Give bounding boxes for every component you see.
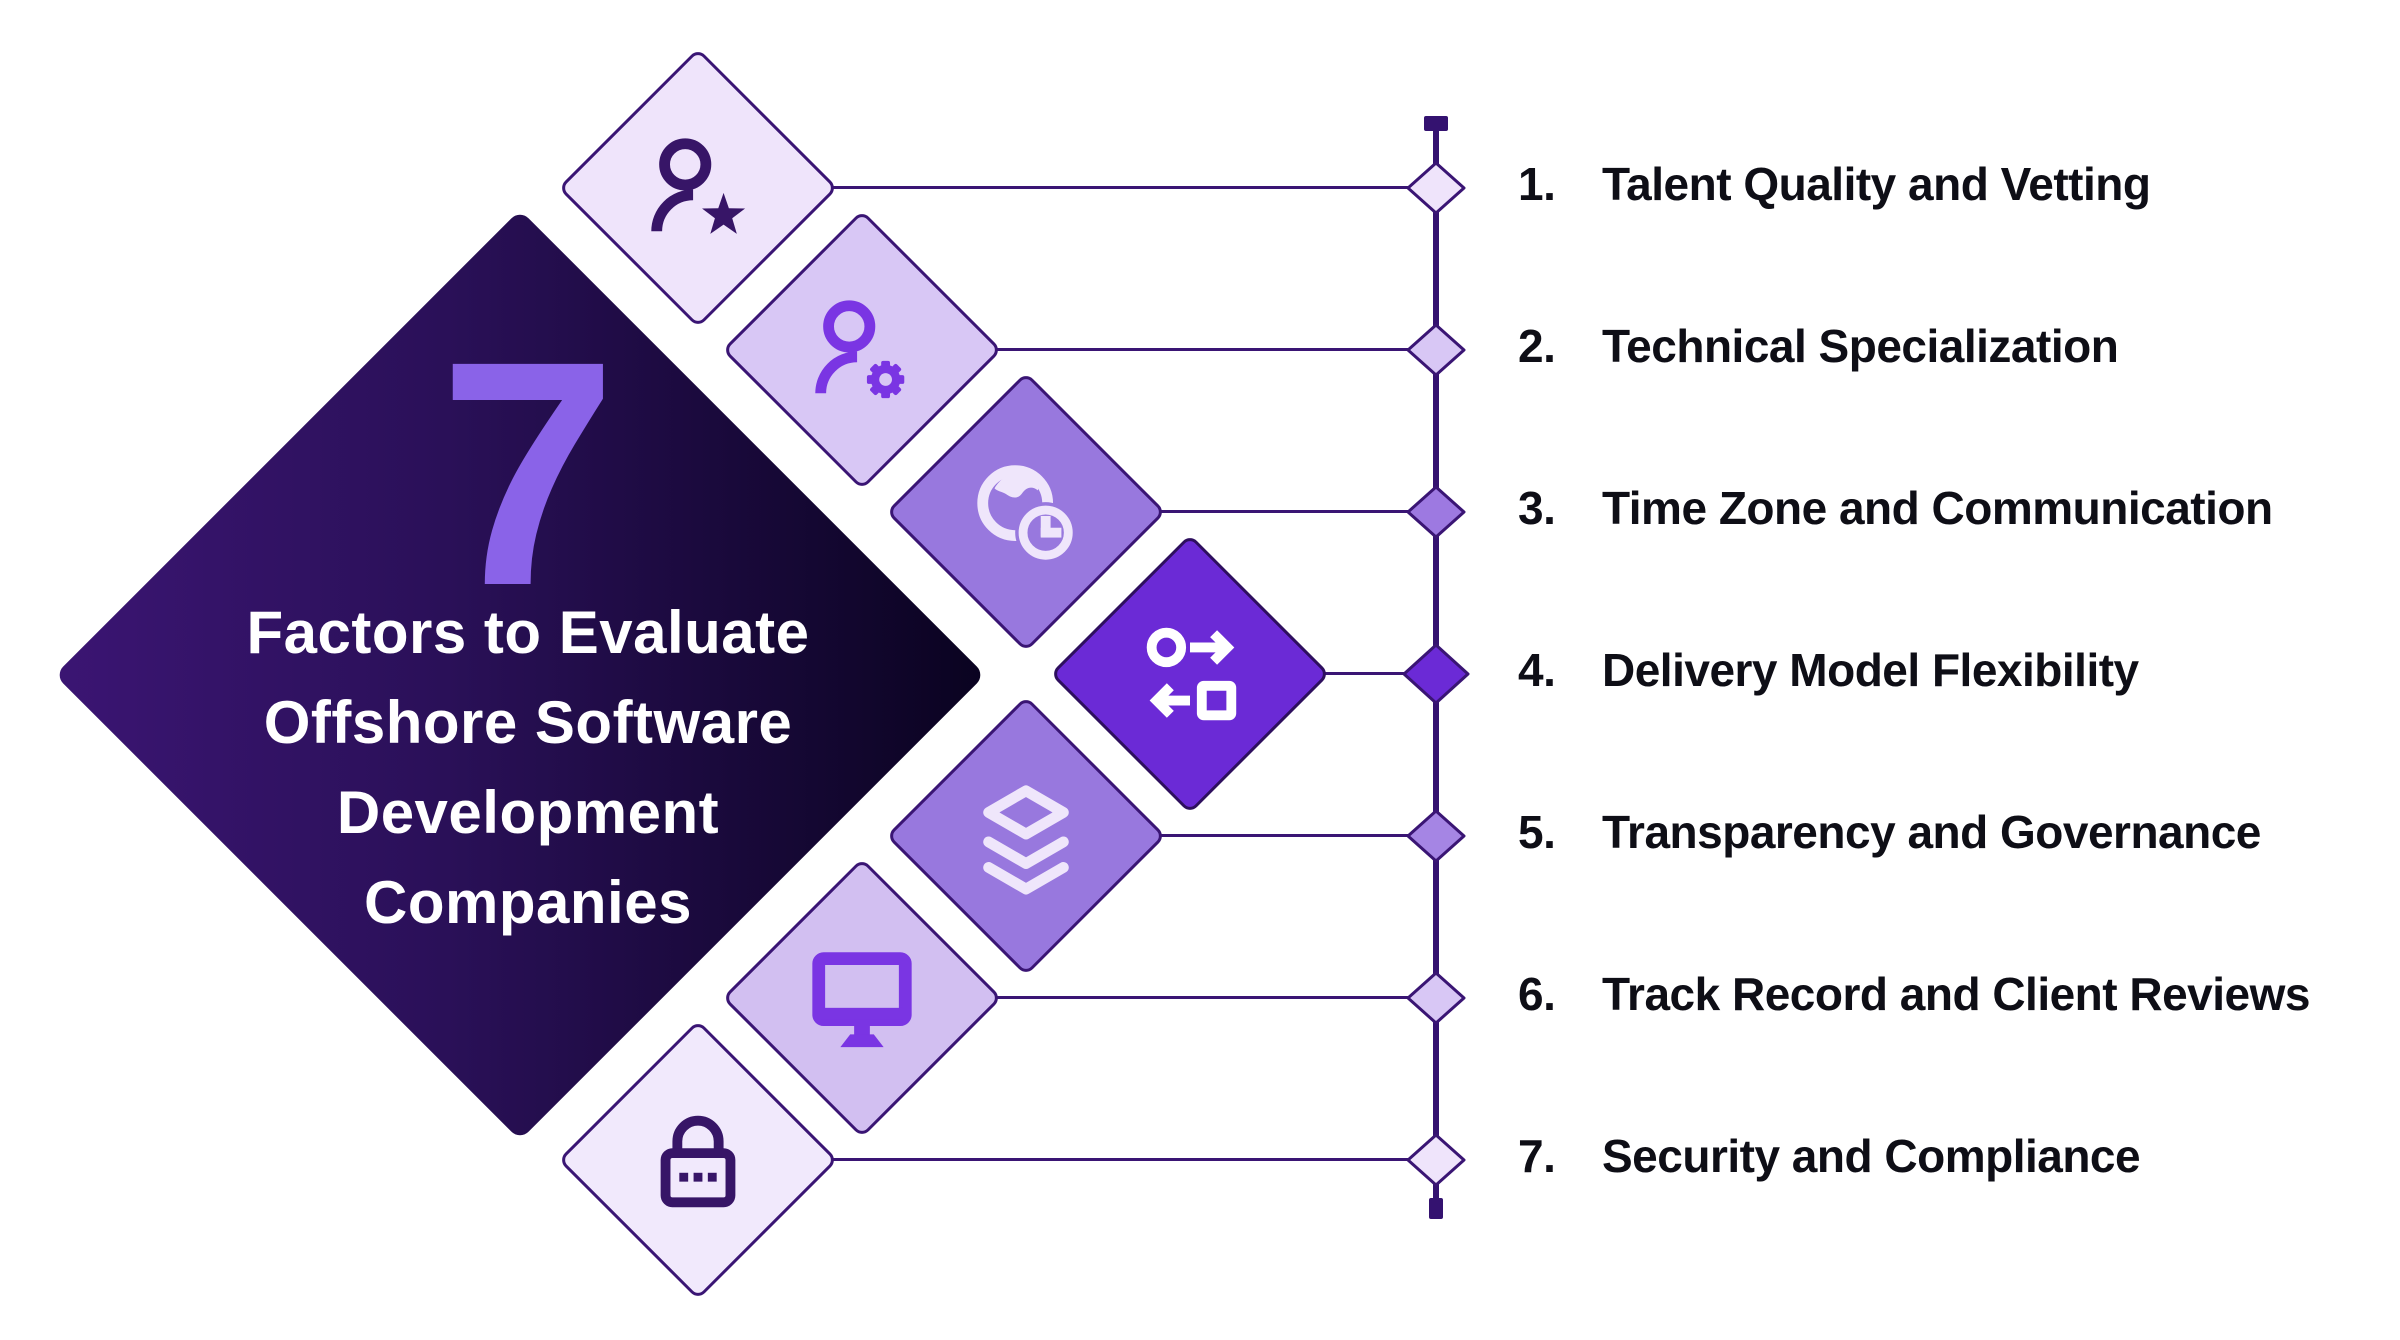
list-number: 6. — [1518, 968, 1556, 1020]
timeline-marker-4 — [1402, 643, 1470, 710]
list-row-2: 2. Technical Specialization — [1518, 314, 2119, 378]
connector-line-2 — [982, 348, 1436, 351]
hero-title-line: Factors to Evaluate — [246, 599, 810, 666]
list-row-1: 1. Talent Quality and Vetting — [1518, 152, 2151, 216]
hero-title-line: Development — [336, 779, 720, 846]
list-number: 5. — [1518, 806, 1556, 858]
connector-line-7 — [818, 1158, 1436, 1161]
list-number: 2. — [1518, 320, 1556, 372]
monitor-icon — [766, 902, 958, 1094]
list-row-7: 7. Security and Compliance — [1518, 1124, 2141, 1188]
factor-diamond-2 — [721, 209, 1003, 491]
list-label: Track Record and Client Reviews — [1602, 968, 2311, 1020]
timeline-marker-1 — [1406, 161, 1466, 220]
list-row-6: 6. Track Record and Client Reviews — [1518, 962, 2311, 1026]
globe-clock-icon — [930, 416, 1122, 608]
person-star-icon — [602, 92, 794, 284]
layers-icon — [930, 740, 1122, 932]
factor-diamond-4 — [1049, 533, 1331, 815]
timeline-top-cap — [1424, 116, 1448, 131]
list-label: Technical Specialization — [1602, 320, 2119, 372]
timeline-marker-5 — [1406, 809, 1466, 868]
factor-diamond-5 — [885, 695, 1167, 977]
list-label: Time Zone and Communication — [1602, 482, 2273, 534]
timeline-marker-7 — [1406, 1133, 1466, 1192]
connector-line-1 — [818, 186, 1436, 189]
connector-line-6 — [982, 996, 1436, 999]
hero-number: 7 — [439, 294, 617, 652]
list-row-3: 3. Time Zone and Communication — [1518, 476, 2273, 540]
hero-title: Factors to Evaluate Offshore Software De… — [178, 588, 878, 948]
list-row-4: 4. Delivery Model Flexibility — [1518, 638, 2139, 702]
timeline-marker-6 — [1406, 971, 1466, 1030]
list-number: 4. — [1518, 644, 1556, 696]
list-number: 1. — [1518, 158, 1556, 210]
timeline-marker-3 — [1406, 485, 1466, 544]
connector-line-4 — [1310, 672, 1436, 675]
list-label: Delivery Model Flexibility — [1602, 644, 2139, 696]
factor-diamond-1 — [557, 47, 839, 329]
connector-line-3 — [1146, 510, 1436, 513]
list-row-5: 5. Transparency and Governance — [1518, 800, 2261, 864]
list-number: 3. — [1518, 482, 1556, 534]
list-label: Talent Quality and Vetting — [1602, 158, 2151, 210]
swap-shapes-icon — [1094, 578, 1286, 770]
list-label: Transparency and Governance — [1602, 806, 2261, 858]
list-number: 7. — [1518, 1130, 1556, 1182]
timeline-marker-2 — [1406, 323, 1466, 382]
factor-diamond-6 — [721, 857, 1003, 1139]
list-label: Security and Compliance — [1602, 1130, 2141, 1182]
lock-icon — [602, 1064, 794, 1256]
connector-line-5 — [1146, 834, 1436, 837]
factor-diamond-3 — [885, 371, 1167, 653]
factor-diamond-7 — [557, 1019, 839, 1301]
hero-title-line: Companies — [364, 869, 692, 936]
hero-title-line: Offshore Software — [263, 689, 793, 756]
person-gear-icon — [766, 254, 958, 446]
timeline-bottom-cap — [1429, 1198, 1443, 1219]
